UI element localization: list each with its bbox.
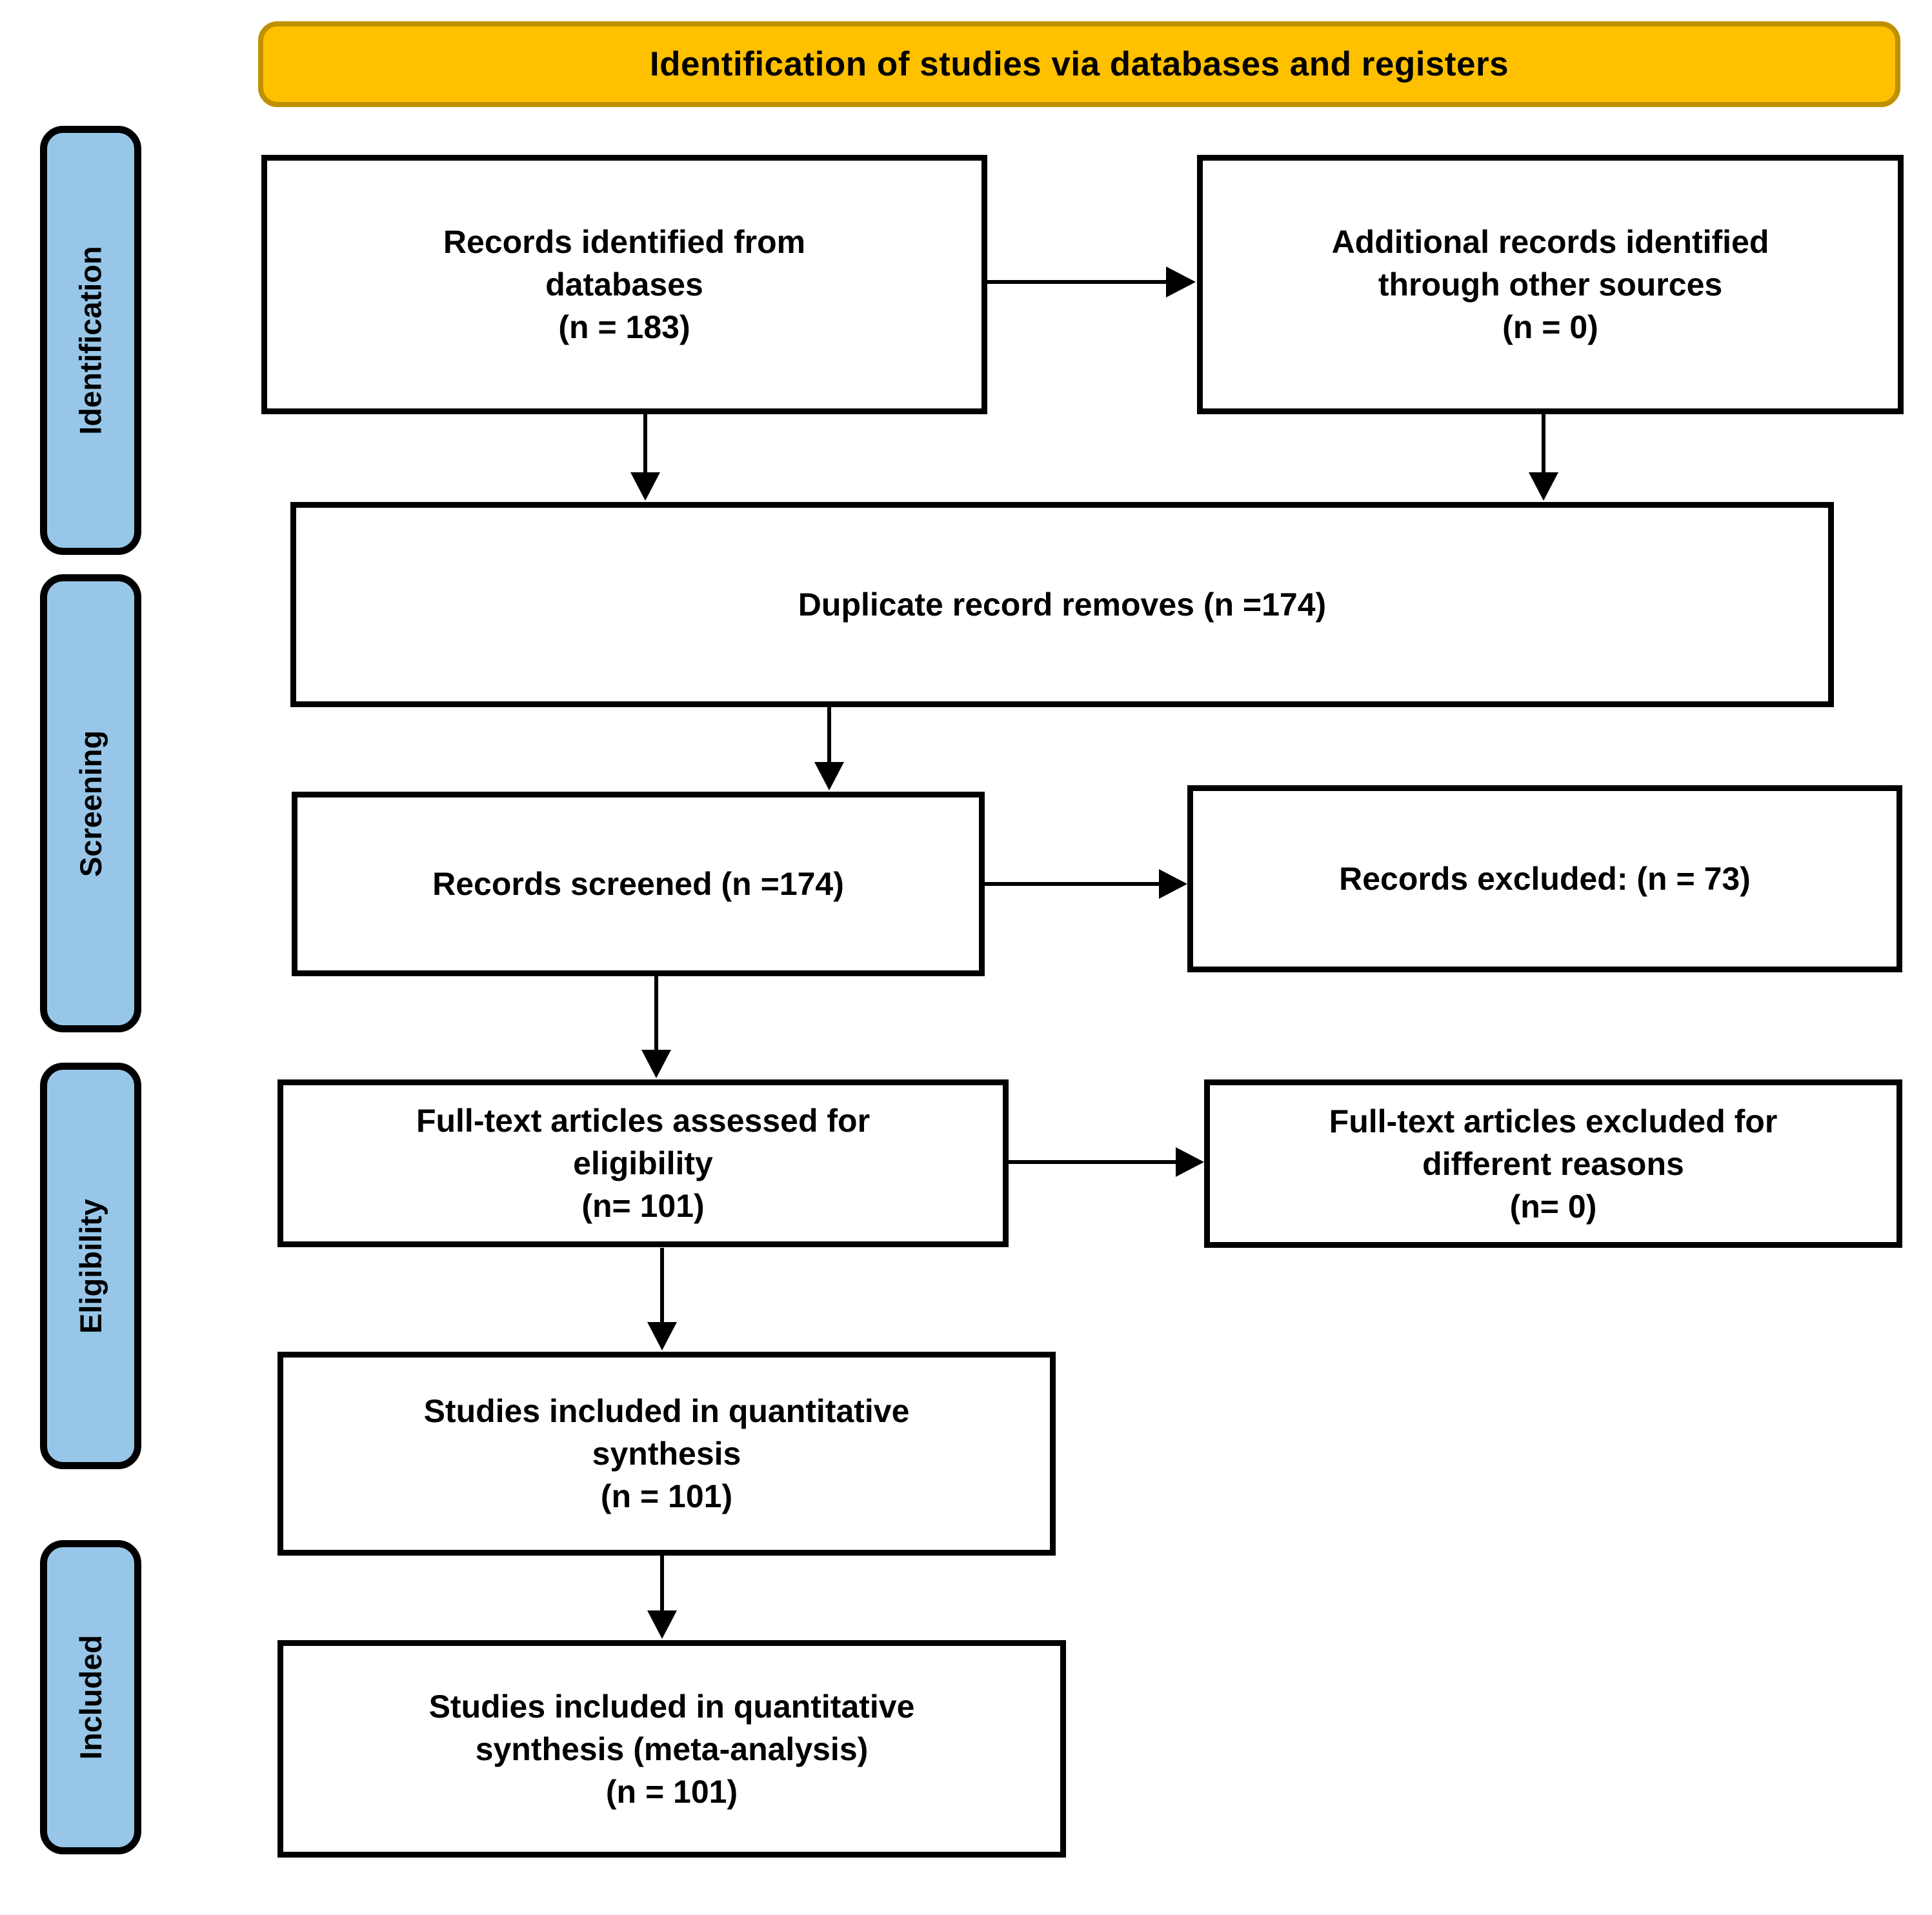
box-records-screened: Records screened (n =174) bbox=[292, 792, 985, 976]
diagram-title: Identification of studies via databases … bbox=[649, 45, 1509, 83]
stage-bar-included: Included bbox=[40, 1540, 141, 1854]
box-records-excluded-text: Records excluded: (n = 73) bbox=[1339, 861, 1751, 897]
box-quantitative-synthesis: Studies included in quantitative synthes… bbox=[277, 1352, 1056, 1556]
stage-bar-identification: Identification bbox=[40, 126, 141, 555]
diagram-title-banner: Identification of studies via databases … bbox=[258, 21, 1900, 107]
arrow-fulltext-to-excluded-head bbox=[1176, 1147, 1204, 1177]
box-fulltext-excluded: Full-text articles excluded for differen… bbox=[1204, 1079, 1902, 1248]
arrow-quant-to-meta-head bbox=[647, 1610, 677, 1639]
stage-label-included: Included bbox=[74, 1634, 108, 1760]
stage-bar-eligibility: Eligibility bbox=[40, 1063, 141, 1469]
box-duplicates-removed-text: Duplicate record removes (n =174) bbox=[798, 587, 1327, 623]
arrow-screened-to-fulltext-head bbox=[641, 1050, 671, 1078]
arrow-additional-to-duplicates-head bbox=[1529, 472, 1558, 501]
arrow-screened-to-excluded-head bbox=[1159, 869, 1187, 899]
box-additional-records: Additional records identified through ot… bbox=[1197, 155, 1904, 414]
box-records-screened-text: Records screened (n =174) bbox=[432, 866, 844, 902]
arrow-identified-to-duplicates-head bbox=[630, 472, 660, 501]
box-quantitative-synthesis-text: Studies included in quantitative synthes… bbox=[423, 1393, 910, 1514]
stage-label-eligibility: Eligibility bbox=[74, 1198, 108, 1334]
box-additional-records-text: Additional records identified through ot… bbox=[1331, 224, 1769, 345]
arrow-identified-to-additional-head bbox=[1166, 266, 1196, 297]
arrow-fulltext-to-quant-head bbox=[647, 1322, 677, 1350]
stage-label-screening: Screening bbox=[74, 730, 108, 877]
arrow-duplicates-to-screened-head bbox=[814, 762, 844, 790]
box-meta-analysis-text: Studies included in quantitative synthes… bbox=[428, 1688, 915, 1810]
box-records-identified-text: Records identified from databases (n = 1… bbox=[443, 224, 806, 345]
box-meta-analysis: Studies included in quantitative synthes… bbox=[277, 1640, 1066, 1858]
stage-bar-screening: Screening bbox=[40, 574, 141, 1032]
box-duplicates-removed: Duplicate record removes (n =174) bbox=[290, 502, 1834, 707]
box-fulltext-assessed: Full-text articles assessed for eligibil… bbox=[277, 1079, 1009, 1247]
box-fulltext-excluded-text: Full-text articles excluded for differen… bbox=[1329, 1103, 1778, 1225]
box-fulltext-assessed-text: Full-text articles assessed for eligibil… bbox=[416, 1103, 870, 1224]
box-records-identified: Records identified from databases (n = 1… bbox=[261, 155, 987, 414]
stage-label-identification: Identification bbox=[74, 246, 108, 435]
box-records-excluded: Records excluded: (n = 73) bbox=[1187, 785, 1902, 972]
